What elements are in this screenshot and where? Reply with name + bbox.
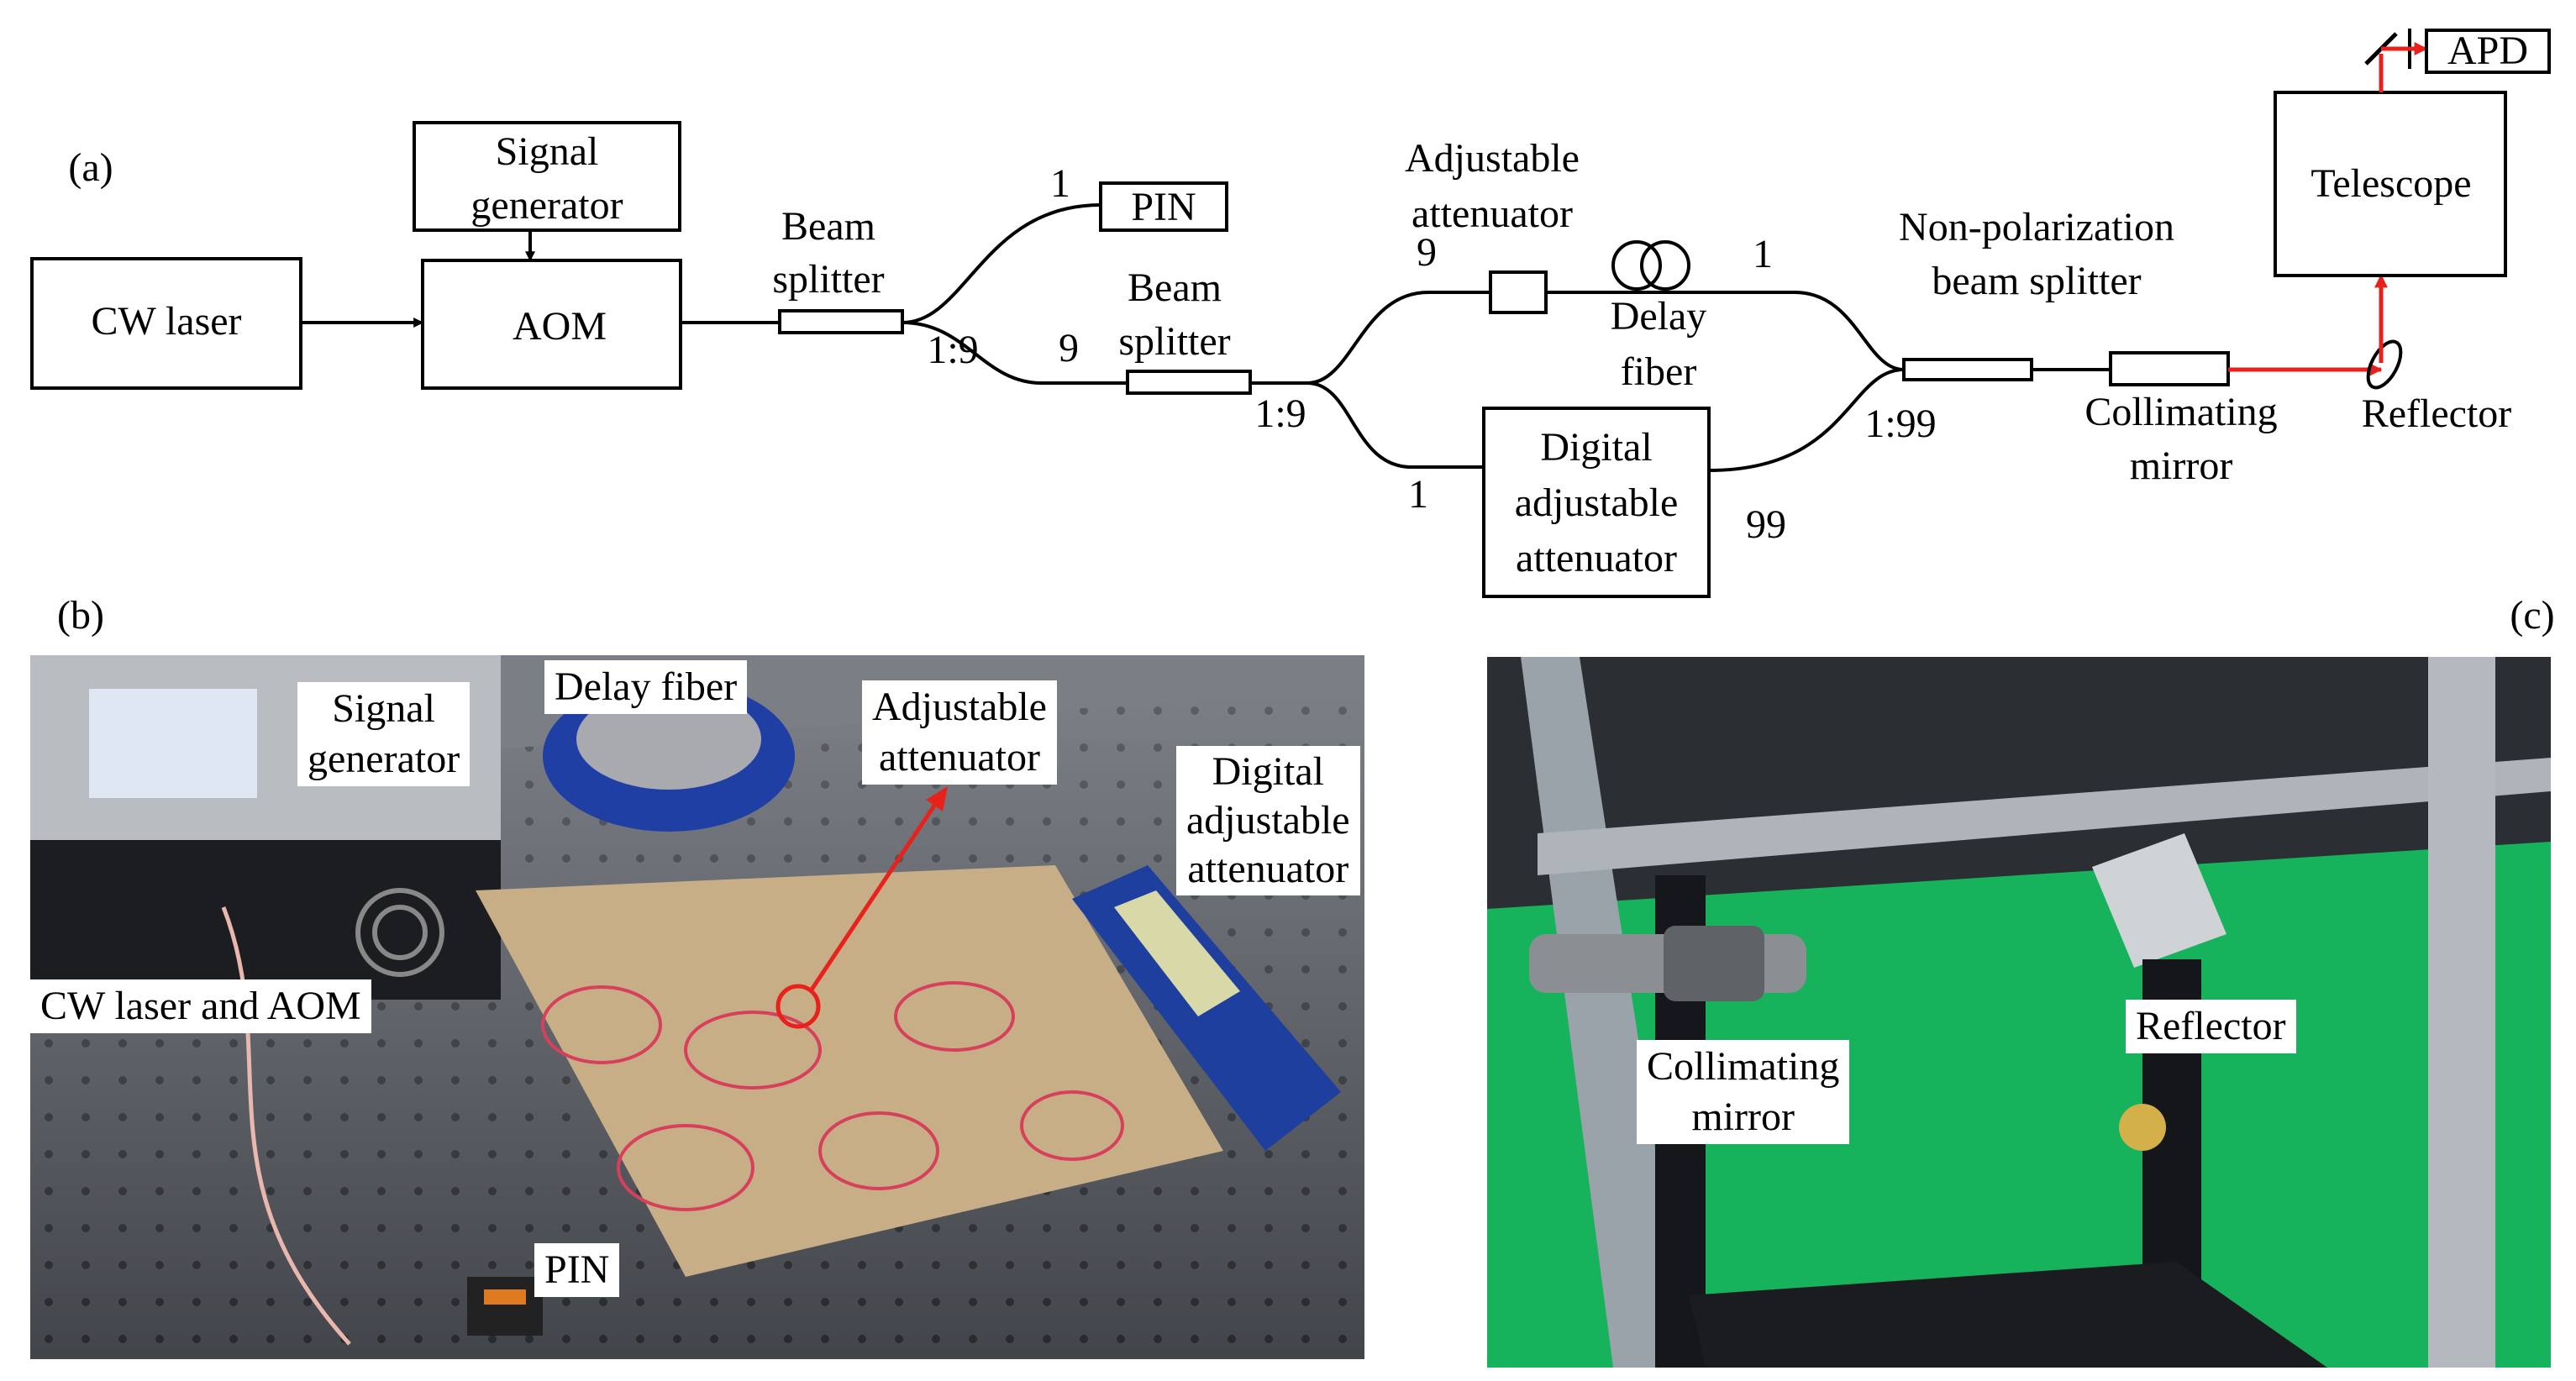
adjustable-attenuator-label-1: Adjustable [1405, 136, 1580, 181]
panel-b-tag: (b) [57, 593, 104, 638]
beam-splitter-1-label-2: splitter [772, 257, 884, 302]
delay-fiber-coil-1 [1611, 240, 1662, 291]
photo-label-reflector: Reflector [2126, 1000, 2296, 1053]
fiber-lower-arm [1306, 381, 1484, 469]
cw-laser-label: CW laser [91, 299, 241, 344]
telescope-box [2274, 91, 2507, 277]
beam-splitter-2 [1126, 370, 1252, 395]
fiber-lower-merge [1708, 368, 1905, 472]
photo-label-adjustable-attenuator: Adjustable attenuator [862, 680, 1057, 785]
port-9a: 9 [1059, 326, 1079, 370]
delay-fiber-label-2: fiber [1621, 349, 1697, 394]
digital-attenuator-label-1: Digital [1540, 425, 1652, 470]
digital-attenuator-label-2: adjustable [1515, 480, 1679, 525]
beam-splitter-1 [778, 309, 904, 334]
aom-label: AOM [513, 304, 607, 349]
adjustable-attenuator-label-2: attenuator [1412, 192, 1573, 236]
digital-attenuator-box [1482, 407, 1711, 598]
npbs-label-2: beam splitter [1932, 259, 2141, 303]
digital-attenuator-label-3: attenuator [1516, 536, 1677, 580]
reflector-label: Reflector [2362, 391, 2512, 436]
pin-label: PIN [1131, 185, 1196, 229]
fiber-upper-arm [1306, 291, 1490, 385]
fiber-to-splitter-2 [902, 321, 1128, 385]
reflector-element [2366, 339, 2403, 390]
telescope-label: Telescope [2311, 161, 2471, 206]
photo-label-signal-generator: Signal generator [297, 682, 471, 786]
collimating-mirror-label-2: mirror [2130, 444, 2233, 488]
apd-label: APD [2447, 29, 2528, 73]
panel-a-tag: (a) [68, 145, 113, 190]
port-1-top: 1 [1753, 232, 1773, 276]
split-ratio-2: 1:9 [1254, 391, 1306, 436]
collimating-mirror-label-1: Collimating [2084, 390, 2277, 434]
adjustable-attenuator-box [1489, 270, 1548, 314]
beam-splitter-1-label-1: Beam [781, 204, 875, 249]
photo-label-delay-fiber: Delay fiber [544, 660, 748, 714]
split-ratio-3: 1:99 [1864, 402, 1936, 446]
photo-label-cw-laser-aom: CW laser and AOM [30, 979, 371, 1033]
delay-fiber-label-1: Delay [1611, 294, 1707, 339]
signal-generator-label-2: generator [471, 183, 623, 228]
pin-box [1099, 181, 1228, 232]
panel-c-tag: (c) [2510, 593, 2554, 638]
port-1-bottom: 1 [1408, 472, 1428, 517]
port-pin: 1 [1050, 161, 1070, 206]
port-9b: 9 [1417, 230, 1437, 275]
reflector-photo: Reflector Collimating mirror [1487, 657, 2551, 1368]
setup-photo: Signal generator Delay fiber Adjustable … [30, 655, 1364, 1359]
photo-label-digital-attenuator: Digital adjustable attenuator [1176, 746, 1360, 895]
photo-label-pin: PIN [534, 1243, 620, 1297]
npbs-box [1902, 358, 2033, 381]
signal-generator-box [413, 121, 681, 232]
collimating-mirror-box [2109, 351, 2230, 386]
port-99: 99 [1746, 502, 1786, 547]
signal-generator-label-1: Signal [496, 129, 599, 174]
delay-fiber-coil-2 [1640, 240, 1690, 291]
beam-splitter-2-label-1: Beam [1128, 265, 1222, 310]
photo-label-collimating-mirror: Collimating mirror [1637, 1040, 1850, 1144]
fiber-upper-merge [1794, 291, 1905, 371]
beam-splitter-2-label-2: splitter [1118, 319, 1230, 364]
npbs-label-1: Non-polarization [1899, 205, 2174, 249]
fiber-to-pin [902, 203, 1101, 324]
apd-box [2425, 29, 2551, 74]
